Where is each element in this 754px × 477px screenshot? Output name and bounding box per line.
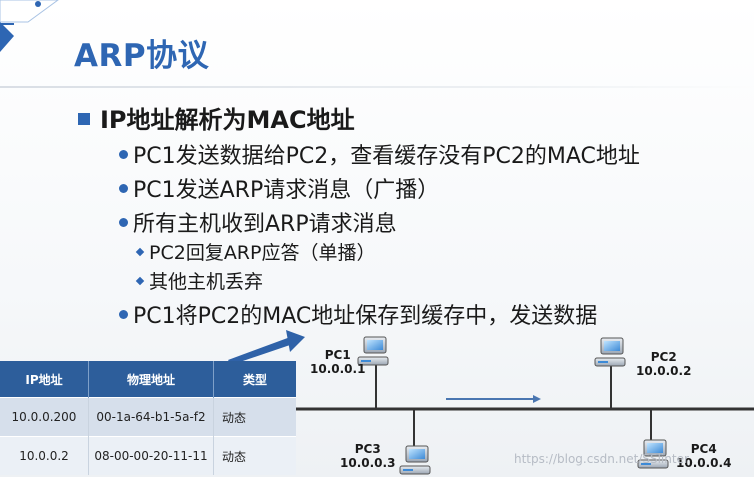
cell-type: 动态 [213, 436, 296, 475]
table-row: 10.0.0.2 08-00-00-20-11-11 动态 [0, 436, 296, 475]
table-row: 10.0.0.200 00-1a-64-b1-5a-f2 动态 [0, 397, 296, 437]
arrow-head [286, 330, 305, 352]
column-header-ip: IP地址 [0, 361, 89, 398]
cell-mac: 00-1a-64-b1-5a-f2 [88, 397, 214, 437]
round-bullet-icon [119, 183, 128, 193]
pc4-label: PC4 10.0.0.4 [676, 442, 731, 470]
table-header-row: IP地址 物理地址 类型 [0, 361, 296, 398]
bullet-text: PC1发送数据给PC2，查看缓存没有PC2的MAC地址 [133, 144, 640, 169]
watermark: https://blog.csdn.net/SSlinter [514, 452, 689, 466]
main-bullet-text: IP地址解析为MAC地址 [100, 106, 355, 134]
pc2-ip: 10.0.0.2 [636, 364, 692, 378]
pc2-label: PC2 10.0.0.2 [636, 350, 691, 378]
pc4-name: PC4 [690, 442, 717, 456]
main-bullet: IP地址解析为MAC地址 [78, 100, 355, 135]
sub-bullet-text: 其他主机丢弃 [149, 271, 264, 293]
slide-title: ARP协议 [74, 38, 210, 74]
cell-type: 动态 [213, 397, 296, 437]
sub-bullet-text: PC2回复ARP应答（单播） [149, 242, 376, 264]
pc3-name: PC3 [354, 442, 381, 456]
column-header-type: 类型 [213, 361, 296, 398]
pc2-computer-icon [594, 337, 626, 367]
flow-arrow-head [533, 395, 541, 403]
square-bullet-icon [78, 112, 90, 125]
pc1-label: PC1 10.0.0.1 [310, 348, 365, 376]
pc3-label: PC3 10.0.0.3 [340, 442, 395, 470]
pc4-ip: 10.0.0.4 [676, 456, 732, 470]
sub-bullet-item: PC2回复ARP应答（单播） [135, 238, 376, 265]
pc3-ip: 10.0.0.3 [340, 456, 396, 470]
corner-decoration [0, 0, 59, 52]
title-divider [0, 86, 754, 88]
pc1-name: PC1 [324, 348, 351, 362]
bullet-item: PC1发送ARP请求消息（广播） [119, 172, 439, 204]
arrow-to-pc1 [228, 336, 293, 365]
cell-ip: 10.0.0.2 [0, 436, 89, 475]
cell-mac: 08-00-00-20-11-11 [88, 436, 214, 475]
pc3-computer-icon [399, 445, 431, 475]
bullet-text: PC1将PC2的MAC地址保存到缓存中，发送数据 [133, 304, 598, 329]
bullet-text: 所有主机收到ARP请求消息 [133, 212, 397, 237]
arp-cache-table: IP地址 物理地址 类型 10.0.0.200 00-1a-64-b1-5a-f… [0, 361, 296, 475]
round-bullet-icon [119, 217, 128, 227]
pc1-ip: 10.0.0.1 [310, 362, 366, 376]
cell-ip: 10.0.0.200 [0, 397, 89, 437]
pc2-name: PC2 [650, 350, 677, 364]
round-bullet-icon [119, 309, 128, 319]
bullet-text: PC1发送ARP请求消息（广播） [133, 178, 440, 203]
pc1-computer-icon [357, 336, 389, 366]
bullet-item: PC1发送数据给PC2，查看缓存没有PC2的MAC地址 [119, 138, 640, 170]
round-bullet-icon [119, 149, 128, 159]
bullet-item: 所有主机收到ARP请求消息 [119, 206, 397, 238]
column-header-mac: 物理地址 [88, 361, 214, 398]
sub-bullet-item: 其他主机丢弃 [135, 267, 264, 294]
bullet-item: PC1将PC2的MAC地址保存到缓存中，发送数据 [119, 298, 597, 330]
pc4-computer-icon [637, 439, 669, 469]
